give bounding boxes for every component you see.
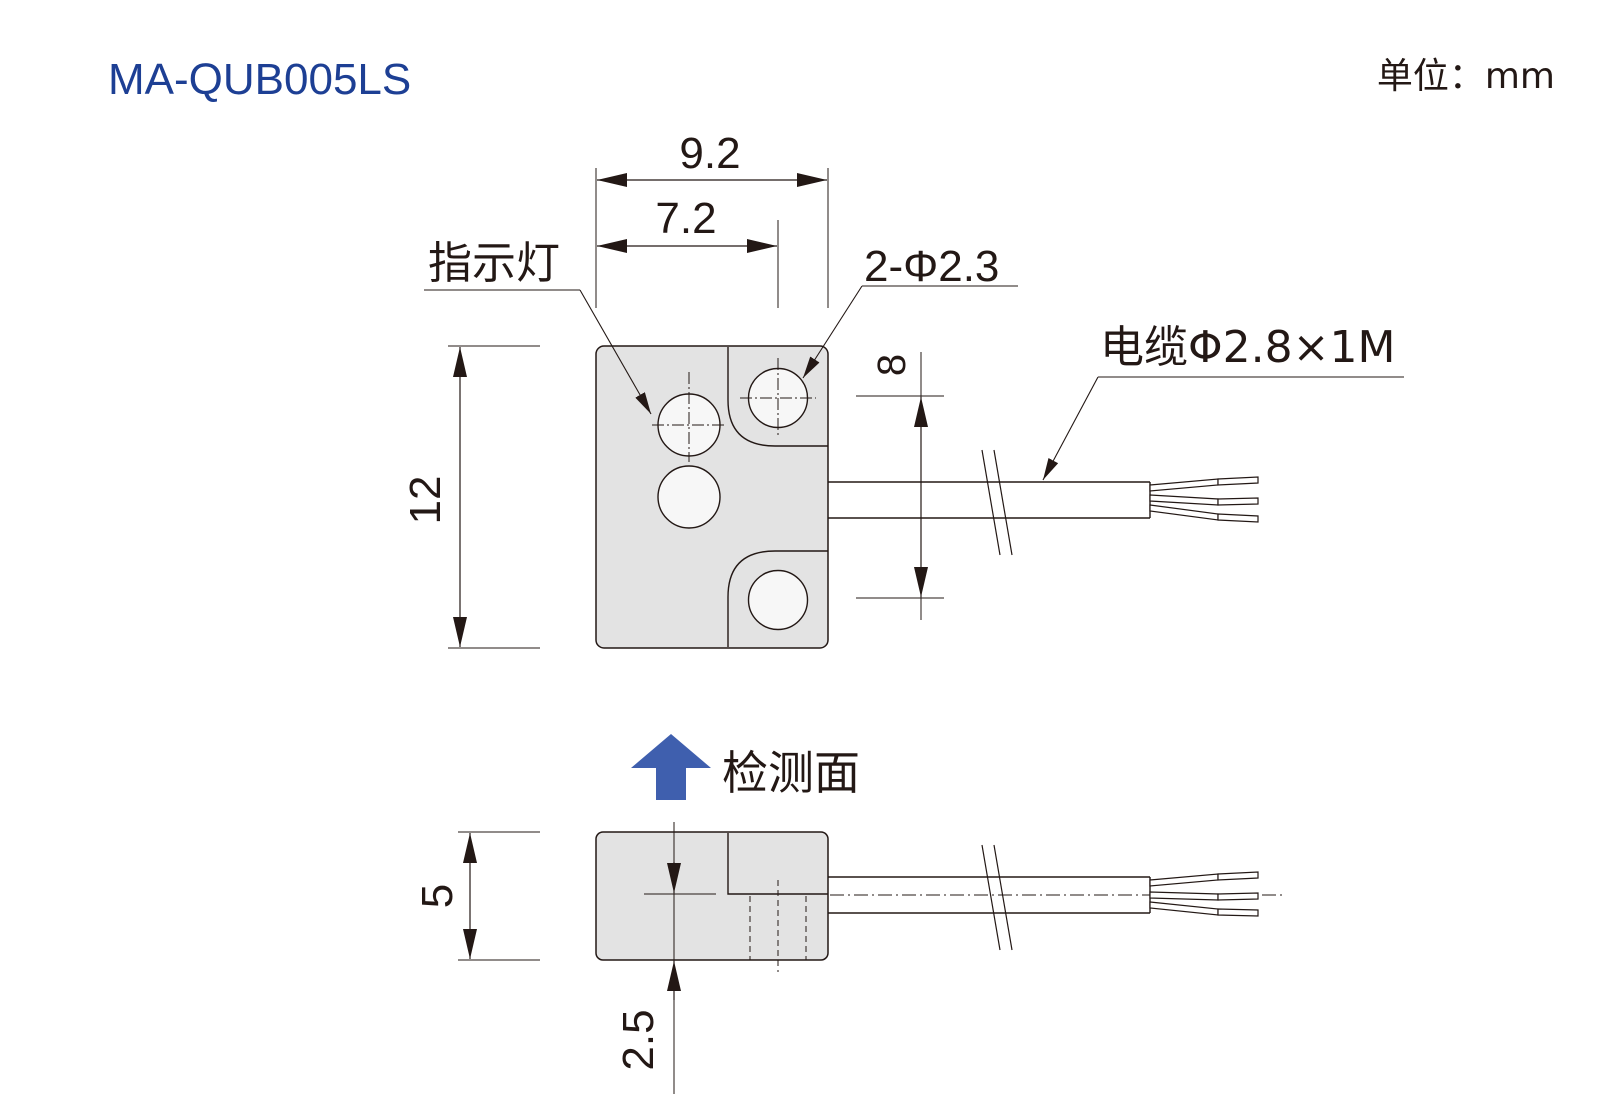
dim-width-holes-value: 7.2: [655, 194, 716, 243]
cable-side: [828, 844, 1282, 951]
sensing-spot: [657, 465, 721, 529]
cable-label: 电缆Φ2.8×1M: [1100, 322, 1395, 373]
mount-holes-label: 2-Φ2.3: [864, 242, 999, 291]
side-view: 5 2.5: [413, 822, 1282, 1094]
dim-detect-depth-value: 2.5: [614, 1009, 663, 1070]
side-step-outline: [727, 833, 828, 895]
dim-width-holes: 7.2: [597, 194, 779, 308]
dim-width-total: 9.2: [595, 129, 829, 308]
indicator-callout: 指示灯: [424, 238, 652, 415]
detect-face-label: 检测面: [722, 746, 860, 800]
cable-callout: 电缆Φ2.8×1M: [1042, 322, 1404, 481]
dim-height-total-value: 12: [401, 476, 450, 525]
sensor-body-side: [595, 831, 829, 961]
dim-hole-pitch-value: 8: [870, 354, 914, 376]
dim-detect-depth: 2.5: [614, 822, 681, 1094]
dim-height-total: 12: [401, 345, 540, 649]
dim-thickness-value: 5: [413, 884, 462, 908]
detect-face-marker: 检测面: [631, 734, 860, 800]
detect-face-arrow-icon: [631, 734, 711, 800]
upper-lug-outline: [727, 347, 828, 447]
mount-hole-lower: [747, 569, 809, 631]
dim-width-total-value: 9.2: [679, 129, 740, 178]
model-title: MA-QUB005LS: [108, 55, 411, 104]
unit-label: 单位：mm: [1377, 56, 1555, 97]
top-view: 9.2 7.2 12 8 指示灯: [401, 129, 1404, 649]
lower-lug-outline: [727, 550, 828, 647]
dim-thickness: 5: [413, 831, 540, 961]
dim-hole-pitch: 8: [856, 352, 944, 620]
cable-top: [828, 449, 1259, 556]
indicator-label: 指示灯: [428, 238, 560, 289]
mount-holes-callout: 2-Φ2.3: [802, 242, 1018, 379]
